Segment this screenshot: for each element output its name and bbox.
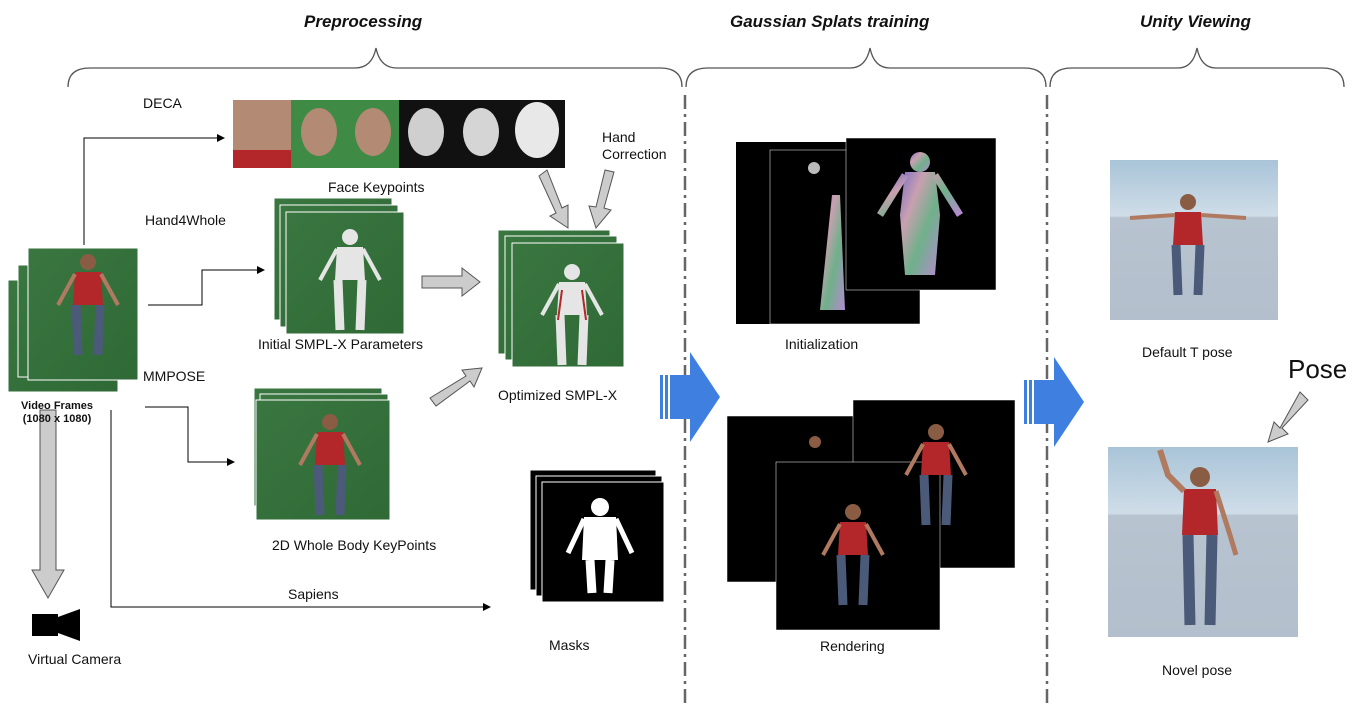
camera-icon xyxy=(32,609,80,641)
section-viewing: Unity Viewing xyxy=(1140,12,1251,31)
video-frames-title: Video Frames xyxy=(21,400,93,412)
label-pose: Pose xyxy=(1288,354,1348,384)
label-hand-correction: Hand Correction xyxy=(602,129,667,163)
blue-arrow-2 xyxy=(1024,357,1084,447)
deca-face-strip xyxy=(233,100,565,168)
masks-image xyxy=(529,469,665,603)
label-sapiens: Sapiens xyxy=(288,586,339,602)
arrow-to-mmpose xyxy=(145,406,235,466)
label-video-frames: Video Frames (1080 x 1080) xyxy=(12,400,102,426)
rendering-image xyxy=(726,399,1016,631)
label-mmpose: MMPOSE xyxy=(143,368,206,384)
arrow-to-hand4whole xyxy=(148,266,265,306)
preprocessing-brace xyxy=(67,47,683,88)
gray-arrow-down-camera xyxy=(31,409,65,600)
arrow-to-sapiens xyxy=(110,410,491,611)
whole-body-keypoints-image xyxy=(253,387,391,521)
gray-arrow-deca-down xyxy=(538,169,569,229)
viewing-brace xyxy=(1049,47,1345,88)
label-novel-pose: Novel pose xyxy=(1162,662,1233,678)
label-deca: DECA xyxy=(143,95,182,111)
label-face-keypoints: Face Keypoints xyxy=(328,179,425,195)
label-virtual-camera: Virtual Camera xyxy=(28,651,122,667)
default-tpose-image xyxy=(1110,160,1278,320)
gray-arrow-pose xyxy=(1267,391,1309,443)
hand-correction-line2: Correction xyxy=(602,146,667,162)
initialization-image xyxy=(736,137,997,325)
arrow-to-deca xyxy=(83,134,225,245)
gray-arrow-up-right xyxy=(429,367,483,407)
label-rendering: Rendering xyxy=(820,638,885,654)
training-brace xyxy=(685,47,1047,88)
section-training: Gaussian Splats training xyxy=(730,12,930,31)
gray-arrow-hand-down xyxy=(588,169,615,230)
novel-pose-image xyxy=(1108,447,1298,637)
label-whole-body-keypoints: 2D Whole Body KeyPoints xyxy=(272,537,437,553)
hand-correction-line1: Hand xyxy=(602,129,636,145)
label-optimized-smplx: Optimized SMPL-X xyxy=(498,387,618,403)
gray-arrow-right xyxy=(421,266,481,298)
section-preprocessing: Preprocessing xyxy=(304,12,423,31)
initial-smplx-image xyxy=(273,197,405,335)
label-masks: Masks xyxy=(549,637,590,653)
optimized-smplx-image xyxy=(497,229,625,367)
label-initial-smplx: Initial SMPL-X Parameters xyxy=(258,336,423,352)
label-initialization: Initialization xyxy=(785,336,859,352)
label-hand4whole: Hand4Whole xyxy=(145,212,226,228)
video-frames-resolution: (1080 x 1080) xyxy=(22,413,92,425)
video-frames-image xyxy=(7,247,139,393)
label-default-tpose: Default T pose xyxy=(1142,344,1233,360)
blue-arrow-1 xyxy=(660,352,720,442)
